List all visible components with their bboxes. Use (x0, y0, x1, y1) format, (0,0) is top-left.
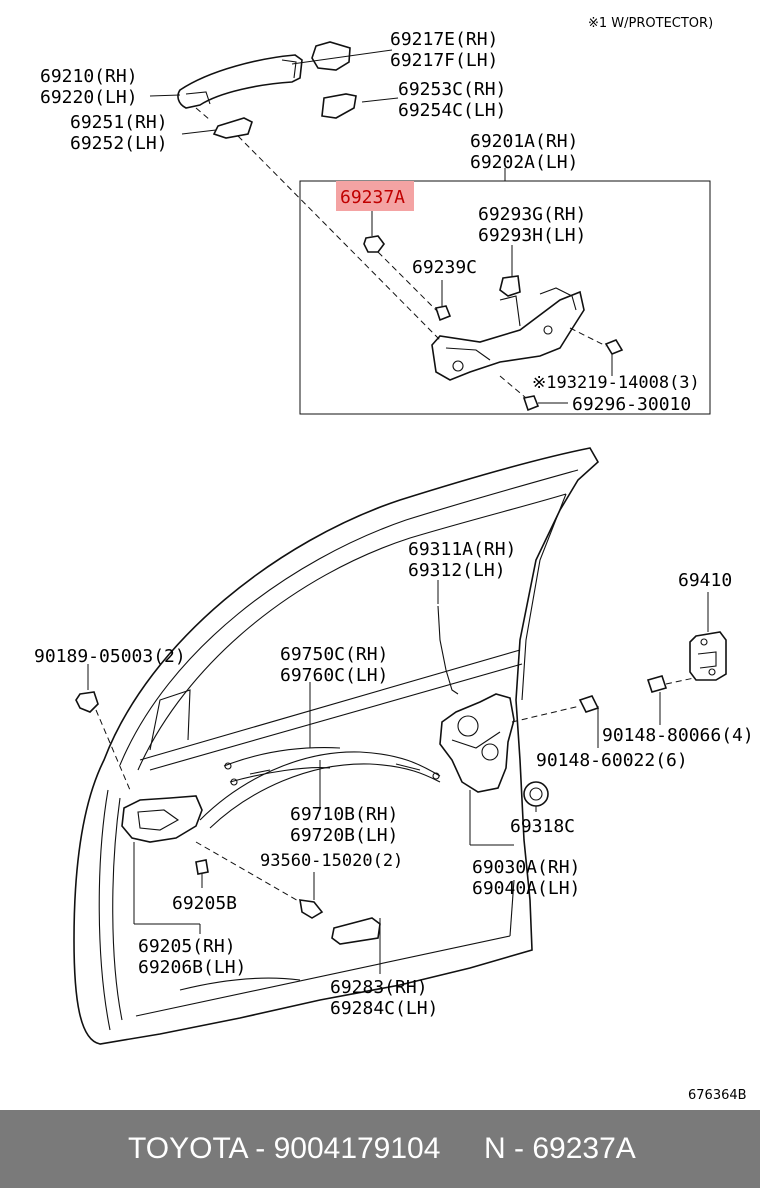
svg-text:69252(LH): 69252(LH) (70, 133, 168, 154)
label-69296: 69296-30010 (572, 394, 691, 415)
svg-text:69254C(LH): 69254C(LH) (398, 100, 506, 121)
svg-text:69206B(LH): 69206B(LH) (138, 957, 246, 978)
label-69283: 69283(RH) 69284C(LH) (330, 977, 438, 1019)
svg-text:69311A(RH): 69311A(RH) (408, 539, 516, 560)
svg-text:※193219-14008(3): ※193219-14008(3) (532, 373, 700, 393)
svg-text:69296-30010: 69296-30010 (572, 394, 691, 415)
nut-drawing (363, 235, 385, 253)
svg-text:69750C(RH): 69750C(RH) (280, 644, 388, 665)
svg-text:69720B(LH): 69720B(LH) (290, 825, 398, 846)
parts-diagram: ※1 W/PROTECTOR) (34, 16, 754, 1103)
lock-screw-drawing (578, 695, 600, 713)
svg-text:69284C(LH): 69284C(LH) (330, 998, 438, 1019)
svg-text:69217F(LH): 69217F(LH) (390, 50, 498, 71)
handle-screw-drawing (195, 859, 209, 875)
svg-text:69202A(LH): 69202A(LH) (470, 152, 578, 173)
label-69750: 69750C(RH) 69760C(LH) (280, 644, 388, 686)
label-93560: 93560-15020(2) (260, 851, 403, 871)
svg-text:90189-05003(2): 90189-05003(2) (34, 646, 186, 667)
label-69030: 69030A(RH) 69040A(LH) (472, 857, 580, 899)
svg-text:69293H(LH): 69293H(LH) (478, 225, 586, 246)
svg-text:69205(RH): 69205(RH) (138, 936, 236, 957)
door-striker-drawing (689, 631, 727, 681)
svg-text:69217E(RH): 69217E(RH) (390, 29, 498, 50)
svg-text:69237A: 69237A (340, 187, 405, 208)
handle-pad-drawing (321, 93, 357, 119)
footer-part-number: N - 69237A (484, 1132, 636, 1165)
label-69410: 69410 (678, 570, 732, 591)
label-69217: 69217E(RH) 69217F(LH) (390, 29, 498, 71)
outside-handle-drawing (177, 54, 303, 109)
svg-text:69318C: 69318C (510, 816, 575, 837)
svg-text:69293G(RH): 69293G(RH) (478, 204, 586, 225)
svg-text:69760C(LH): 69760C(LH) (280, 665, 388, 686)
label-69293: 69293G(RH) 69293H(LH) (478, 204, 586, 246)
handle-gasket-drawing (212, 117, 253, 139)
label-69237A-highlighted: 69237A (340, 187, 405, 208)
svg-text:69239C: 69239C (412, 257, 477, 278)
bolt-drawing (522, 395, 540, 412)
handle-frame-drawing (431, 287, 585, 381)
svg-text:69201A(RH): 69201A(RH) (470, 131, 578, 152)
door-cables-drawing (199, 747, 441, 829)
door-outline-drawing (73, 447, 600, 1045)
protector-note: ※1 W/PROTECTOR) (588, 16, 713, 31)
highlighted-part-box (336, 181, 414, 211)
label-69205B: 69205B (172, 893, 237, 914)
svg-text:90148-80066(4): 90148-80066(4) (602, 725, 754, 746)
handle-bolt-drawing (299, 899, 324, 919)
svg-text:69040A(LH): 69040A(LH) (472, 878, 580, 899)
door-lock-drawing (439, 693, 515, 793)
svg-text:69210(RH): 69210(RH) (40, 66, 138, 87)
svg-text:69030A(RH): 69030A(RH) (472, 857, 580, 878)
retainer-clip-drawing (75, 691, 99, 713)
svg-text:69312(LH): 69312(LH) (408, 560, 506, 581)
svg-text:69253C(RH): 69253C(RH) (398, 79, 506, 100)
label-69710: 69710B(RH) 69720B(LH) (290, 804, 398, 846)
label-69205: 69205(RH) 69206B(LH) (138, 936, 246, 978)
label-69201: 69201A(RH) 69202A(LH) (470, 131, 578, 173)
inside-handle-drawing (121, 795, 203, 843)
label-69251: 69251(RH) 69252(LH) (70, 112, 168, 154)
label-69239C: 69239C (412, 257, 477, 278)
diagram-code: 676364B (688, 1088, 747, 1103)
label-69318C: 69318C (510, 816, 575, 837)
footer-brand: TOYOTA - 9004179104 (128, 1132, 441, 1165)
label-90189: 90189-05003(2) (34, 646, 186, 667)
grommet-drawing (523, 781, 549, 807)
striker-screw-drawing (646, 675, 668, 693)
svg-text:69205B: 69205B (172, 893, 237, 914)
screw-drawing (604, 339, 624, 355)
lock-rod-drawing (437, 605, 459, 695)
label-69210: 69210(RH) 69220(LH) (40, 66, 138, 108)
bracket-clip-drawing (499, 275, 521, 297)
label-93219: ※193219-14008(3) (532, 373, 700, 393)
svg-text:69220(LH): 69220(LH) (40, 87, 138, 108)
svg-text:69251(RH): 69251(RH) (70, 112, 168, 133)
label-90148-80066: 90148-80066(4) (602, 725, 754, 746)
footer-bar: TOYOTA - 9004179104 N - 69237A (0, 1110, 760, 1188)
svg-text:69410: 69410 (678, 570, 732, 591)
handle-cover-drawing (311, 41, 351, 71)
label-69253: 69253C(RH) 69254C(LH) (398, 79, 506, 121)
clip-drawing (434, 305, 452, 322)
svg-text:69283(RH): 69283(RH) (330, 977, 428, 998)
door-pad-drawing (331, 917, 381, 945)
label-69311: 69311A(RH) 69312(LH) (408, 539, 516, 581)
svg-text:93560-15020(2): 93560-15020(2) (260, 851, 403, 871)
svg-text:69710B(RH): 69710B(RH) (290, 804, 398, 825)
svg-text:90148-60022(6): 90148-60022(6) (536, 750, 688, 771)
label-90148-60022: 90148-60022(6) (536, 750, 688, 771)
